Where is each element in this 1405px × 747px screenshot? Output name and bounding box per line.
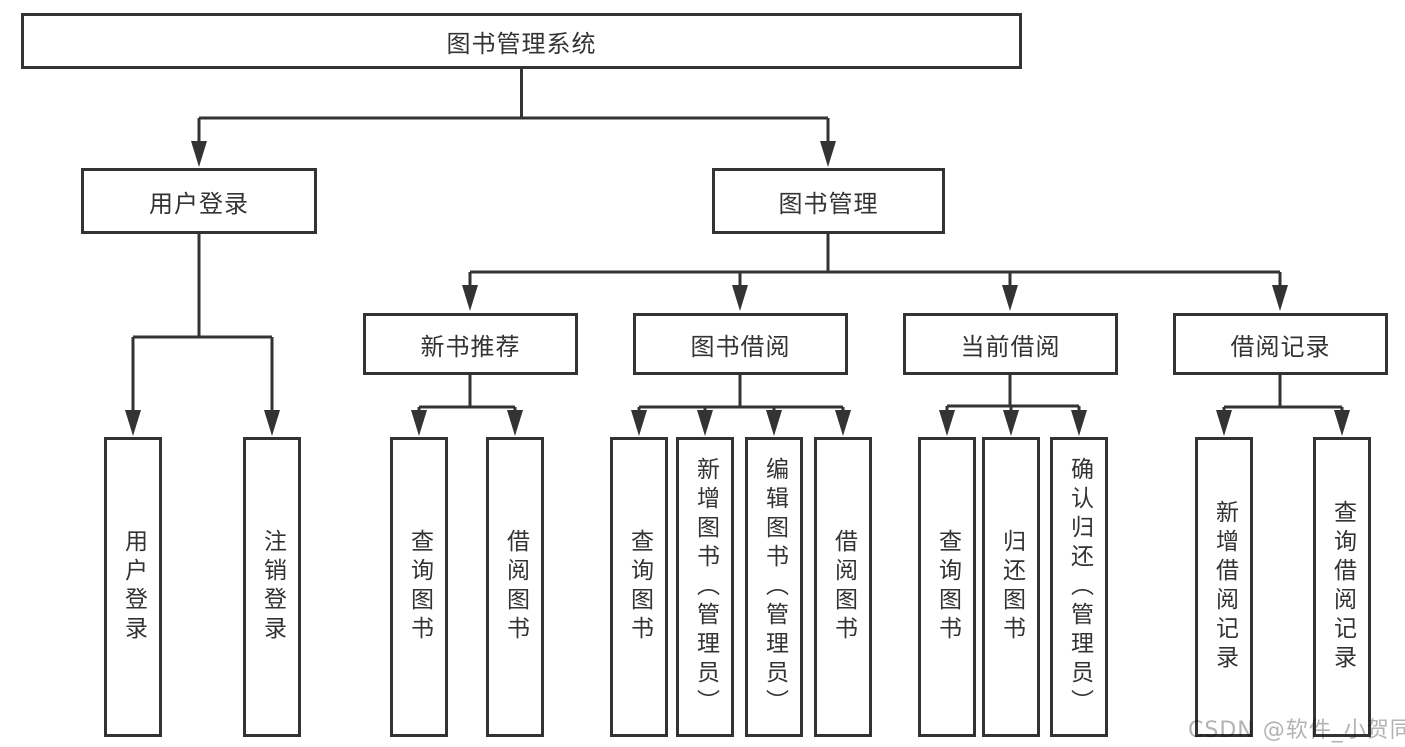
leaf-user-login-label: 用户登录 (120, 529, 147, 645)
leaf-cb-return-books: 归还图书 (982, 437, 1040, 737)
leaf-nbr-query-books: 查询图书 (390, 437, 448, 737)
leaf-br-query-record: 查询借阅记录 (1313, 437, 1371, 737)
node-book-borrow-label: 图书借阅 (690, 332, 791, 361)
leaf-bb-edit-books-admin: 编辑图书（管理员） (745, 437, 803, 737)
arrowhead (1071, 410, 1087, 436)
watermark-text: CSDN @软件_小贺同学 (1188, 718, 1405, 743)
node-new-book-recommend: 新书推荐 (363, 313, 578, 375)
leaf-bb-borrow-books: 借阅图书 (814, 437, 872, 737)
node-borrow-records: 借阅记录 (1173, 313, 1388, 375)
node-borrow-records-label: 借阅记录 (1230, 332, 1331, 361)
arrowhead (697, 410, 713, 436)
leaf-br-add-record-label: 新增借阅记录 (1211, 500, 1238, 674)
leaf-br-add-record: 新增借阅记录 (1195, 437, 1253, 737)
node-current-borrow-label: 当前借阅 (960, 332, 1061, 361)
node-user-login-label: 用户登录 (149, 189, 249, 218)
leaf-cb-return-books-label: 归还图书 (998, 529, 1025, 645)
arrowhead (820, 141, 836, 167)
leaf-cb-confirm-return-admin-label: 确认归还（管理员） (1066, 456, 1093, 718)
arrowhead (1272, 285, 1288, 311)
node-book-borrow: 图书借阅 (633, 313, 848, 375)
arrowhead (264, 410, 280, 436)
node-new-book-recommend-label: 新书推荐 (420, 332, 521, 361)
node-current-borrow: 当前借阅 (903, 313, 1118, 375)
leaf-bb-add-books-admin: 新增图书（管理员） (676, 437, 734, 737)
node-root-label: 图书管理系统 (446, 29, 597, 58)
node-user-login: 用户登录 (81, 168, 317, 234)
arrowhead (835, 410, 851, 436)
arrowhead (462, 285, 478, 311)
leaf-bb-add-books-admin-label: 新增图书（管理员） (692, 456, 719, 718)
leaf-user-login: 用户登录 (104, 437, 162, 737)
leaf-cb-confirm-return-admin: 确认归还（管理员） (1050, 437, 1108, 737)
arrowhead (191, 141, 207, 167)
arrowhead (411, 410, 427, 436)
arrowhead (1216, 410, 1232, 436)
leaf-cb-query-books-label: 查询图书 (934, 529, 961, 645)
arrowhead (631, 410, 647, 436)
arrowhead (507, 410, 523, 436)
leaf-cb-query-books: 查询图书 (918, 437, 976, 737)
arrowhead (1002, 285, 1018, 311)
arrowhead (1003, 410, 1019, 436)
leaf-br-query-record-label: 查询借阅记录 (1329, 500, 1356, 674)
leaf-logout: 注销登录 (243, 437, 301, 737)
node-book-management: 图书管理 (712, 168, 945, 234)
arrowhead (939, 410, 955, 436)
leaf-bb-query-books-label: 查询图书 (626, 529, 653, 645)
node-book-management-label: 图书管理 (778, 189, 879, 218)
leaf-nbr-borrow-books-label: 借阅图书 (502, 529, 529, 645)
leaf-nbr-query-books-label: 查询图书 (406, 529, 433, 645)
arrowhead (125, 410, 141, 436)
arrowhead (1334, 410, 1350, 436)
node-root: 图书管理系统 (21, 13, 1022, 69)
leaf-bb-edit-books-admin-label: 编辑图书（管理员） (761, 456, 788, 718)
leaf-bb-query-books: 查询图书 (610, 437, 668, 737)
arrowhead (732, 285, 748, 311)
leaf-logout-label: 注销登录 (259, 529, 286, 645)
arrowhead (766, 410, 782, 436)
leaf-nbr-borrow-books: 借阅图书 (486, 437, 544, 737)
leaf-bb-borrow-books-label: 借阅图书 (830, 529, 857, 645)
